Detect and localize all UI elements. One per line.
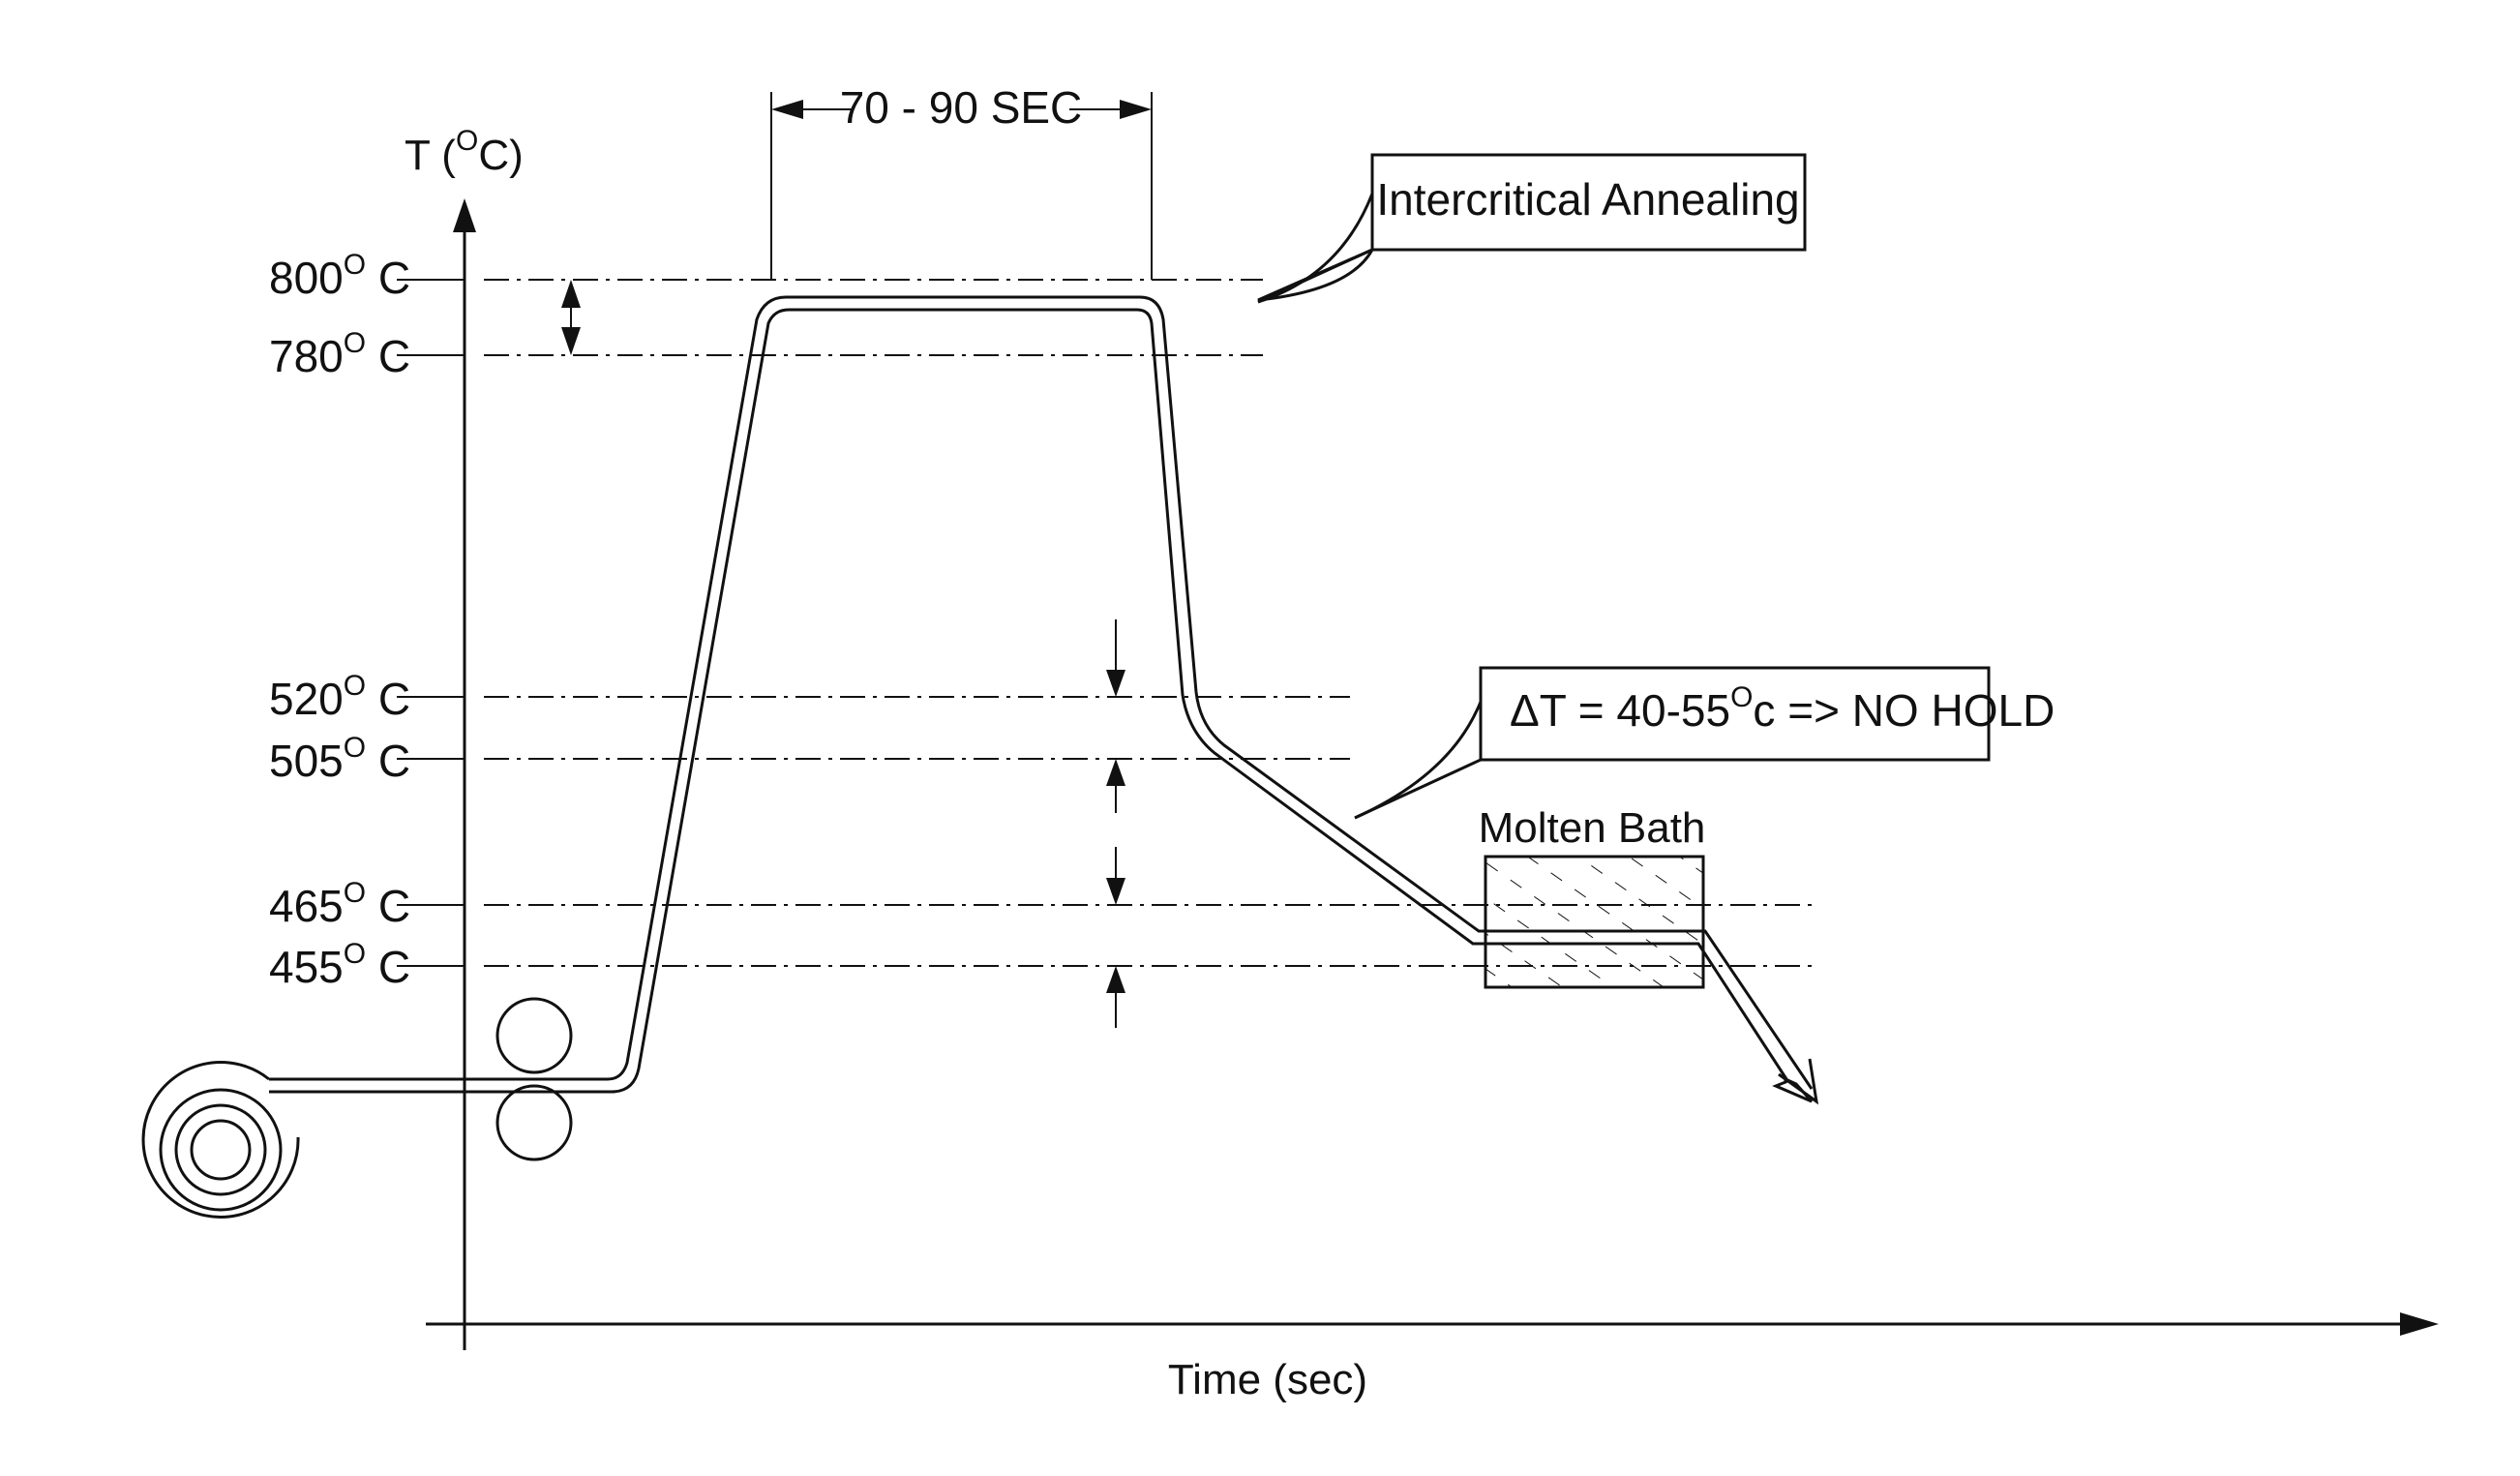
temperature-labels: 800O C 780O C 520O C 505O C 465O C 455O … <box>269 249 465 992</box>
delta-t-callout-text: ΔT = 40-55Oc => NO HOLD <box>1510 681 2055 736</box>
range-arrows-520-505 <box>1106 619 1125 813</box>
temp-label-800: 800O C <box>269 249 410 303</box>
annealing-callout-text: Intercritical Annealing <box>1376 174 1799 225</box>
x-axis <box>426 1312 2439 1336</box>
range-arrows-465-455 <box>1106 847 1125 1028</box>
molten-bath <box>1485 857 1703 987</box>
y-axis-label: T (OC) <box>405 125 524 179</box>
temp-label-455: 455O C <box>269 938 410 992</box>
temp-label-780: 780O C <box>269 327 410 381</box>
range-arrow-800-780 <box>561 280 581 355</box>
molten-bath-label: Molten Bath <box>1479 804 1706 852</box>
duration-label: 70 - 90 SEC <box>840 82 1083 133</box>
x-axis-label: Time (sec) <box>1168 1356 1367 1403</box>
y-axis <box>453 198 476 1350</box>
coil-icon <box>143 1062 298 1217</box>
temp-label-465: 465O C <box>269 877 410 931</box>
temp-label-520: 520O C <box>269 670 410 724</box>
temp-label-505: 505O C <box>269 732 410 786</box>
